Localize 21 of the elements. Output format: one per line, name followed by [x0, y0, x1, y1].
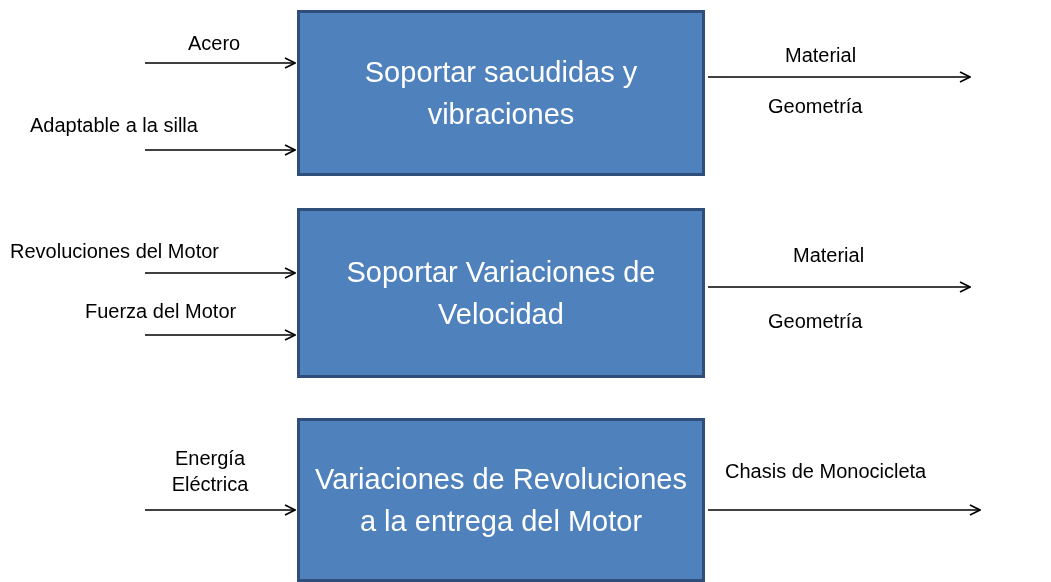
arrow [144, 57, 296, 69]
edge-label: Chasis de Monocicleta [725, 459, 927, 484]
arrow [707, 281, 971, 293]
process-box: Soportar sacudidas y vibraciones [297, 10, 705, 176]
edge-label: Material [785, 43, 857, 68]
edge-label: Energía Eléctrica [170, 446, 250, 497]
edge-label: Fuerza del Motor [85, 299, 237, 324]
arrow [144, 144, 296, 156]
process-box: Variaciones de Revoluciones a la entrega del Motor [297, 418, 705, 582]
process-box: Soportar Variaciones de Velocidad [297, 208, 705, 378]
arrow [707, 71, 971, 83]
label-text: Geometría [768, 309, 863, 334]
arrow [144, 504, 296, 516]
arrow [707, 504, 981, 516]
edge-label: Acero [188, 31, 241, 56]
edge-label: Adaptable a la silla [30, 113, 198, 138]
arrow [144, 329, 296, 341]
label-text: Geometría [768, 94, 863, 119]
edge-label: Revoluciones del Motor [10, 239, 219, 264]
arrow [144, 267, 296, 279]
edge-label: Material [793, 243, 865, 268]
